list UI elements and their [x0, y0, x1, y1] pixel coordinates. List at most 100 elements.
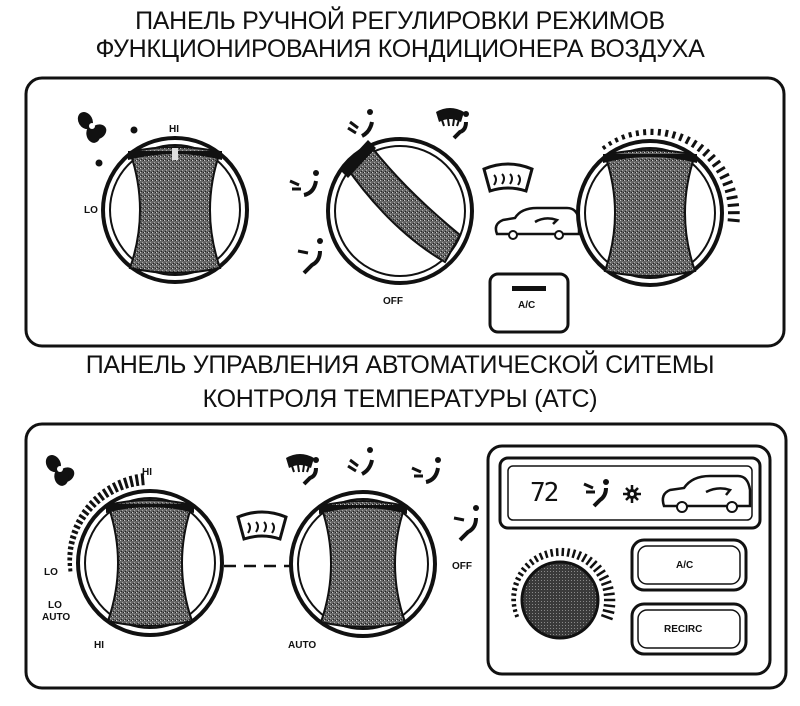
scale-tick [702, 148, 711, 157]
scale-tick [75, 518, 84, 526]
fan-speed-dot [95, 159, 103, 167]
scale-tick [520, 566, 528, 573]
temperature-scale-icon [601, 128, 740, 223]
atc-mode-knob[interactable] [289, 490, 437, 638]
scale-tick [596, 569, 606, 577]
manual-mode-knob[interactable] [326, 137, 474, 285]
scale-tick [726, 195, 738, 201]
manual-ac-button[interactable] [488, 272, 570, 334]
fan-icon [45, 455, 75, 486]
face-vent-icon [347, 109, 374, 138]
scale-tick [684, 136, 691, 145]
atc-temp-knob[interactable] [520, 560, 600, 640]
floor-icon [297, 238, 323, 275]
scale-tick [122, 477, 129, 489]
heading-atc-line2: КОНТРОЛЯ ТЕМПЕРАТУРЫ (АТС) [202, 385, 598, 413]
atc-ac-label: A/C [676, 560, 694, 571]
scale-tick [128, 475, 135, 488]
atc-mode-off-label: OFF [452, 561, 472, 572]
manual-temp-knob[interactable] [576, 139, 724, 287]
manual-mode-off-label: OFF [383, 296, 403, 307]
scale-tick [517, 571, 524, 577]
scale-tick [696, 143, 705, 153]
scale-tick [727, 218, 740, 223]
scale-tick [566, 548, 571, 557]
atc-temperature-readout: 72 [530, 478, 559, 508]
scale-tick [600, 580, 612, 587]
scale-tick [514, 613, 520, 618]
scale-tick [671, 131, 677, 139]
defrost-floor-icon [436, 108, 469, 140]
scale-tick [571, 549, 577, 559]
scale-tick [512, 608, 518, 613]
manual-fan-lo-label: LO [84, 205, 98, 216]
heading-manual-line2: ФУНКЦИОНИРОВАНИЯ КОНДИЦИОНЕРА ВОЗДУХА [95, 35, 705, 63]
scale-tick [719, 172, 730, 180]
atc-fan-lo-auto-label-1: LO [48, 600, 62, 611]
manual-ac-label: A/C [518, 300, 536, 311]
atc-fan-hi-bottom-label: HI [94, 640, 104, 651]
scale-tick [690, 139, 698, 149]
scale-tick [511, 593, 517, 597]
heading-atc-line1: ПАНЕЛЬ УПРАВЛЕНИЯ АВТОМАТИЧЕСКОЙ СИТЕМЫ [85, 351, 715, 379]
scale-tick [602, 608, 615, 615]
scale-tick [544, 550, 549, 559]
scale-tick [664, 129, 669, 137]
scale-tick [73, 524, 81, 530]
rear-defrost-icon [482, 162, 534, 193]
scale-tick [603, 592, 615, 597]
scale-tick [592, 564, 603, 573]
scale-tick [88, 499, 97, 509]
atc-mode-auto-label: AUTO [288, 640, 317, 651]
scale-tick [715, 165, 726, 174]
recirc-car-icon [661, 474, 752, 513]
scale-tick [635, 130, 640, 137]
scale-tick [628, 131, 633, 138]
scale-tick [101, 488, 110, 498]
atc-recirc-button[interactable] [630, 602, 748, 656]
sun-icon [623, 485, 641, 503]
face-vent-icon [347, 447, 374, 476]
atc-ac-button[interactable] [630, 538, 748, 592]
scale-tick [69, 534, 77, 540]
scale-tick [71, 529, 79, 535]
scale-tick [711, 159, 722, 168]
atc-recirc-label: RECIRC [664, 624, 703, 635]
heading-manual-line1: ПАНЕЛЬ РУЧНОЙ РЕГУЛИРОВКИ РЕЖИМОВ [135, 7, 665, 35]
floor-vent-icon [583, 479, 609, 508]
scale-tick [657, 128, 662, 136]
scale-tick [84, 504, 93, 512]
fan-speed-scale [67, 473, 145, 572]
scale-tick [707, 153, 716, 163]
scale-tick [511, 587, 518, 592]
atc-fan-knob[interactable] [76, 489, 224, 637]
scale-tick [538, 552, 544, 561]
scale-tick [106, 485, 115, 496]
defrost-floor-icon [286, 454, 319, 486]
scale-tick [601, 144, 607, 150]
scale-tick [511, 603, 517, 607]
bilevel-icon [289, 170, 319, 197]
scale-tick [614, 137, 619, 143]
rear-defrost-icon [236, 510, 288, 541]
manual-fan-knob[interactable] [101, 136, 249, 284]
temperature-scale-icon [511, 547, 616, 621]
scale-tick [513, 581, 520, 587]
scale-tick [134, 474, 140, 487]
scale-tick [524, 562, 531, 569]
scale-tick [678, 133, 684, 142]
scale-tick [515, 576, 522, 582]
scale-tick [607, 140, 613, 147]
scale-tick [533, 555, 540, 563]
scale-tick [585, 556, 593, 566]
scale-tick [576, 550, 583, 561]
scale-tick [92, 495, 101, 505]
bilevel-icon [411, 457, 441, 484]
scale-tick [549, 548, 554, 557]
scale-tick [78, 513, 87, 521]
scale-tick [528, 558, 535, 566]
atc-fan-lo-label: LO [44, 567, 58, 578]
scale-tick [68, 540, 75, 545]
manual-fan-hi-label: HI [169, 124, 179, 135]
scale-tick [140, 473, 145, 486]
